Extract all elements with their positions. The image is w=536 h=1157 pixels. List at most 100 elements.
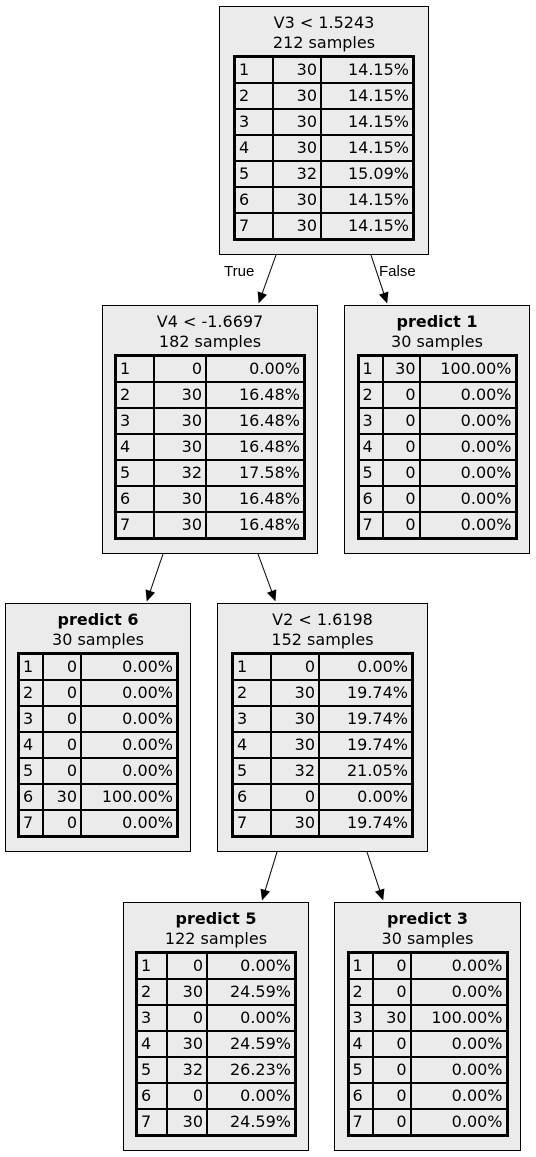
- class-cell: 6: [137, 1083, 167, 1109]
- arrowhead-icon: [257, 291, 268, 304]
- percent-cell: 0.00%: [410, 979, 507, 1005]
- count-cell: 30: [167, 979, 207, 1005]
- count-cell: 0: [372, 979, 411, 1005]
- percent-cell: 0.00%: [319, 654, 412, 680]
- percent-cell: 17.58%: [206, 460, 304, 486]
- percent-cell: 26.23%: [207, 1057, 295, 1083]
- edge-root-to-v4-split: [261, 254, 277, 295]
- class-cell: 4: [358, 434, 383, 460]
- count-cell: 30: [372, 1005, 411, 1031]
- percent-cell: 0.00%: [81, 706, 177, 732]
- edge-v4-split-to-leaf-predict-6: [149, 553, 164, 593]
- count-cell: 32: [167, 1057, 207, 1083]
- class-cell: 2: [19, 680, 43, 706]
- class-cell: 3: [137, 1005, 167, 1031]
- class-cell: 7: [19, 810, 43, 836]
- percent-cell: 24.59%: [207, 979, 295, 1005]
- class-cell: 4: [348, 1031, 373, 1057]
- percent-cell: 0.00%: [319, 784, 412, 810]
- count-cell: 30: [271, 810, 319, 836]
- node-samples: 152 samples: [271, 630, 374, 649]
- percent-cell: 0.00%: [81, 810, 177, 836]
- edge-v2-split-to-leaf-predict-5: [264, 851, 278, 892]
- percent-cell: 0.00%: [207, 1083, 295, 1109]
- class-cell: 6: [233, 784, 271, 810]
- percent-cell: 0.00%: [419, 408, 516, 434]
- count-cell: 0: [382, 512, 420, 538]
- class-cell: 7: [358, 512, 383, 538]
- class-cell: 5: [137, 1057, 167, 1083]
- percent-cell: 100.00%: [81, 784, 177, 810]
- percent-cell: 19.74%: [319, 706, 412, 732]
- percent-cell: 0.00%: [410, 1083, 507, 1109]
- count-cell: 0: [372, 953, 411, 979]
- class-cell: 1: [233, 654, 271, 680]
- class-cell: 4: [235, 135, 273, 161]
- count-cell: 0: [382, 486, 420, 512]
- percent-cell: 0.00%: [81, 654, 177, 680]
- percent-cell: 24.59%: [207, 1031, 295, 1057]
- class-cell: 1: [358, 356, 383, 382]
- class-cell: 5: [116, 460, 154, 486]
- percent-cell: 0.00%: [410, 1031, 507, 1057]
- count-cell: 30: [273, 109, 321, 135]
- class-cell: 3: [233, 706, 271, 732]
- count-cell: 0: [43, 732, 81, 758]
- arrowhead-icon: [266, 589, 277, 602]
- percent-cell: 0.00%: [419, 460, 516, 486]
- percent-cell: 0.00%: [419, 434, 516, 460]
- class-cell: 2: [116, 382, 154, 408]
- percent-cell: 14.15%: [321, 109, 413, 135]
- count-cell: 30: [273, 83, 321, 109]
- percent-cell: 0.00%: [206, 356, 304, 382]
- percent-cell: 19.74%: [319, 732, 412, 758]
- node-samples: 30 samples: [391, 332, 483, 351]
- count-cell: 30: [167, 1031, 207, 1057]
- count-cell: 30: [273, 187, 321, 213]
- class-cell: 7: [116, 512, 154, 538]
- percent-cell: 14.15%: [321, 187, 413, 213]
- count-cell: 0: [372, 1057, 411, 1083]
- count-cell: 0: [43, 758, 81, 784]
- class-cell: 3: [235, 109, 273, 135]
- count-cell: 30: [154, 512, 206, 538]
- node-title: V2 < 1.6198: [272, 610, 373, 629]
- percent-cell: 16.48%: [206, 434, 304, 460]
- percent-cell: 0.00%: [207, 953, 295, 979]
- count-cell: 30: [271, 706, 319, 732]
- count-cell: 0: [372, 1031, 411, 1057]
- percent-cell: 0.00%: [81, 732, 177, 758]
- class-cell: 5: [19, 758, 43, 784]
- percent-cell: 24.59%: [207, 1109, 295, 1135]
- node-title: V4 < -1.6697: [156, 312, 264, 331]
